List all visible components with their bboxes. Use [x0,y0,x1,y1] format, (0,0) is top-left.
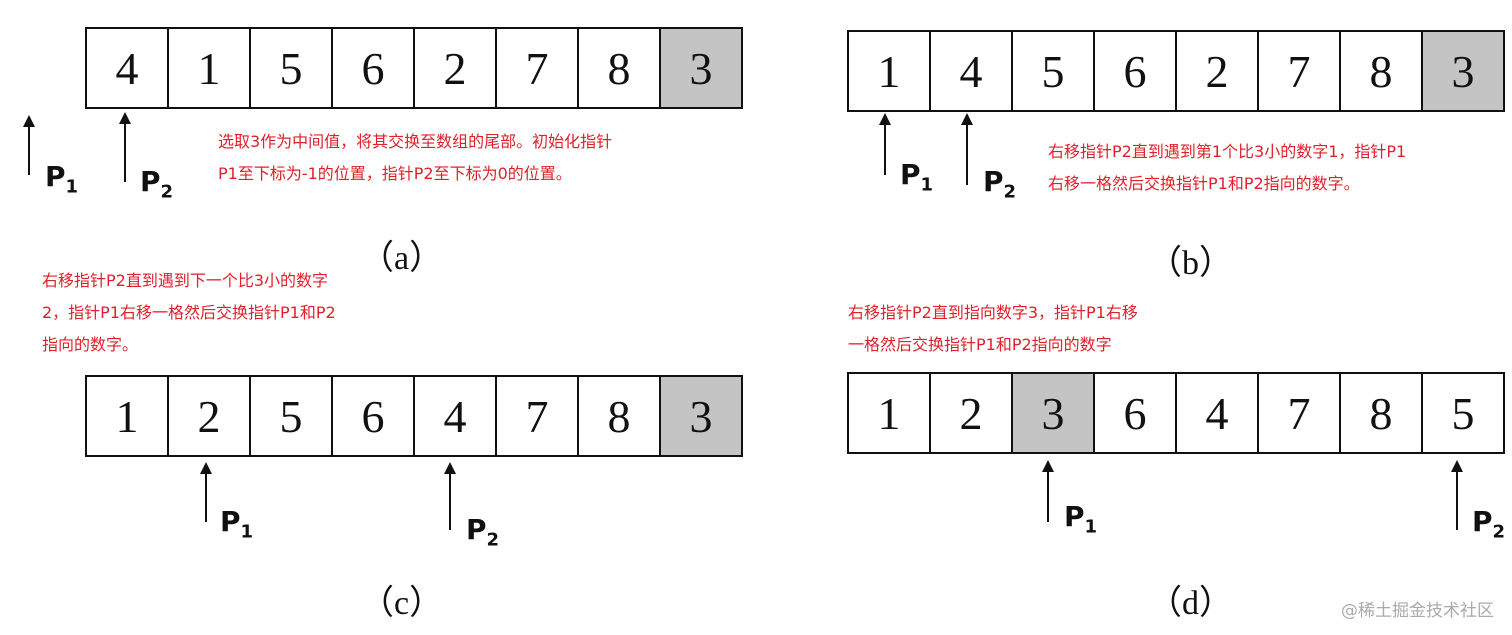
array-cell: 7 [1257,372,1341,454]
pointer-label-p2: P2 [1472,505,1506,543]
step-description: 右移指针P2直到指向数字3，指针P1右移一格然后交换指针P1和P2指向的数字 [848,297,1138,361]
description-line: P1至下标为-1的位置，指针P2至下标为0的位置。 [218,164,572,183]
watermark: @稀土掘金技术社区 [1341,601,1494,621]
array-cell: 7 [1257,30,1341,112]
panel-caption: （c） [360,585,444,622]
array-cell: 2 [929,372,1013,454]
array-cell: 7 [495,375,579,457]
description-line: 指向的数字。 [42,335,139,354]
pointer-label-p2: P2 [983,165,1017,203]
array-cell: 8 [1339,372,1423,454]
panel-caption: （d） [1148,585,1233,622]
array-cell: 7 [495,27,579,109]
array-cell: 4 [1175,372,1259,454]
array-cell: 1 [167,27,251,109]
pointer-label-p1: P1 [220,505,254,543]
array-cell: 8 [577,27,661,109]
pivot-cell: 3 [1421,30,1505,112]
array-cell: 8 [1339,30,1423,112]
description-line: 右移一格然后交换指针P1和P2指向的数字。 [1048,174,1360,193]
step-description: 选取3作为中间值，将其交换至数组的尾部。初始化指针 P1至下标为-1的位置，指针P… [218,126,612,190]
array-cell: 2 [413,27,497,109]
array-cell: 2 [167,375,251,457]
array-cell: 4 [929,30,1013,112]
pointer-label-p2: P2 [140,165,174,203]
pointer-label-p1: P1 [45,160,79,198]
pivot-cell: 3 [659,375,743,457]
array-cell: 5 [1421,372,1505,454]
panel-caption: （b） [1148,245,1233,282]
array-cell: 4 [413,375,497,457]
array-cell: 6 [331,27,415,109]
array-cell: 1 [85,375,169,457]
step-description: 右移指针P2直到遇到下一个比3小的数字 2，指针P1右移一格然后交换指针P1和P2… [42,265,336,361]
pointer-label-p1: P1 [900,158,934,196]
description-line: 选取3作为中间值，将其交换至数组的尾部。初始化指针 [218,132,613,151]
step-description: 右移指针P2直到遇到第1个比3小的数字1，指针P1 右移一格然后交换指针P1和P2… [1048,136,1406,200]
array-cell: 5 [249,375,333,457]
array-cell: 5 [249,27,333,109]
array-cell: 1 [847,372,931,454]
array-cell: 6 [1093,372,1177,454]
description-line: 右移指针P2直到指向数字3，指针P1右移 [848,303,1138,322]
description-line: 右移指针P2直到遇到第1个比3小的数字1，指针P1 [1048,142,1407,161]
description-line: 右移指针P2直到遇到下一个比3小的数字 [42,271,329,290]
description-line: 一格然后交换指针P1和P2指向的数字 [848,335,1112,354]
pointer-label-p2: P2 [466,513,500,551]
array-cell: 6 [331,375,415,457]
array-cell: 8 [577,375,661,457]
array-cell: 4 [85,27,169,109]
array-cell: 5 [1011,30,1095,112]
pivot-cell: 3 [659,27,743,109]
pivot-cell: 3 [1011,372,1095,454]
array-cell: 2 [1175,30,1259,112]
description-line: 2，指针P1右移一格然后交换指针P1和P2 [42,303,336,322]
panel-caption: （a） [360,240,444,277]
array-cell: 1 [847,30,931,112]
array-cell: 6 [1093,30,1177,112]
pointer-label-p1: P1 [1064,500,1098,538]
